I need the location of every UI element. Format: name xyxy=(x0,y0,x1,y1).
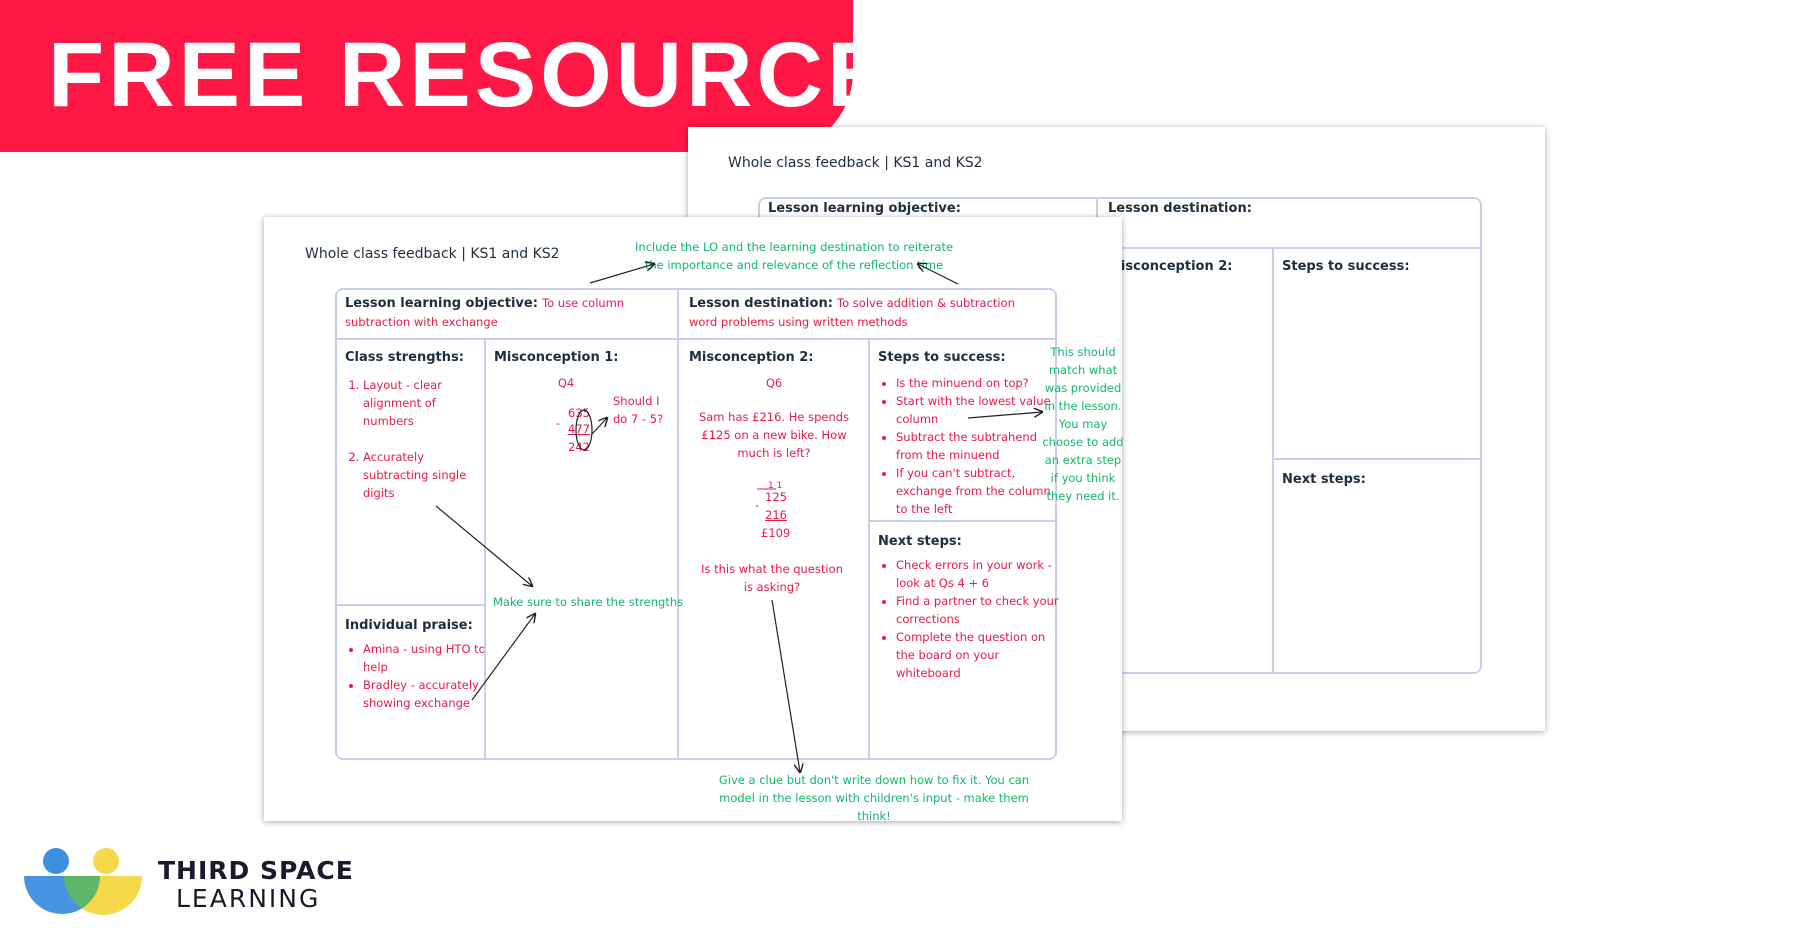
objective-label: Lesson learning objective: xyxy=(345,296,538,311)
arrow-query xyxy=(591,418,607,435)
match-note: This should match what was provided in t… xyxy=(1042,345,1124,503)
banner-label: FREE RESOURCE xyxy=(48,24,893,126)
next-label: Next steps: xyxy=(878,534,962,549)
circle-digit xyxy=(575,409,593,451)
arrow-destination xyxy=(918,264,959,285)
back-destination-label: Lesson destination: xyxy=(1108,201,1252,216)
praise-label: Individual praise: xyxy=(345,618,473,633)
list-item: Amina - using HTO to help xyxy=(363,640,493,676)
arrow-lo xyxy=(589,264,654,284)
m2-carry: 1 1 xyxy=(768,481,783,491)
front-sheet: Whole class feedback | KS1 and KS2 Lesso… xyxy=(264,217,1124,823)
list-item: Complete the question on the board on yo… xyxy=(896,628,1061,682)
misconception1-label: Misconception 1: xyxy=(494,350,619,365)
objective-cell: Lesson learning objective: To use column… xyxy=(335,288,679,340)
next-list: Check errors in your work - look at Qs 4… xyxy=(878,556,1061,682)
m2-top: 125 xyxy=(765,490,787,504)
m2-minus: - xyxy=(755,498,760,512)
strengths-cell: Class strengths: Layout - clear alignmen… xyxy=(335,338,486,606)
misconception2-cell: Misconception 2: Q6 Sam has £216. He spe… xyxy=(677,338,870,760)
back-misconception2-cell: Misconception 2: xyxy=(1096,247,1274,674)
m1-query: Should I do 7 - 5? xyxy=(613,394,664,426)
m2-bottom: 216 xyxy=(765,508,787,522)
back-destination-cell: Lesson destination: xyxy=(1096,197,1482,249)
list-item: Accurately subtracting single digits xyxy=(363,448,483,502)
misconception1-question: Q4 xyxy=(557,376,575,390)
arrow-strengths xyxy=(435,505,532,586)
back-sheet-title: Whole class feedback | KS1 and KS2 xyxy=(728,155,983,171)
strengths-label: Class strengths: xyxy=(345,350,464,365)
praise-list: Amina - using HTO to help Bradley - accu… xyxy=(345,640,493,712)
logo-line2: LEARNING xyxy=(176,884,321,913)
steps-list: Is the minuend on top? Start with the lo… xyxy=(878,374,1061,518)
clue-note: Give a clue but don't write down how to … xyxy=(718,773,1030,823)
logo-green-overlap xyxy=(64,876,100,908)
arrow-clue xyxy=(771,599,800,772)
back-next-cell: Next steps: xyxy=(1272,458,1482,674)
back-objective-label: Lesson learning objective: xyxy=(768,201,961,216)
list-item: If you can't subtract, exchange from the… xyxy=(896,464,1061,518)
share-note: Make sure to share the strengths xyxy=(493,595,684,609)
m2-problem: Sam has £216. He spends £125 on a new bi… xyxy=(698,410,850,460)
back-misconception2-label: Misconception 2: xyxy=(1108,259,1233,274)
back-steps-cell: Steps to success: xyxy=(1272,247,1482,460)
lo-note: Include the LO and the learning destinat… xyxy=(634,240,954,272)
list-item: Find a partner to check your corrections xyxy=(896,592,1061,628)
list-item: Check errors in your work - look at Qs 4… xyxy=(896,556,1061,592)
list-item: Layout - clear alignment of numbers xyxy=(363,376,483,430)
list-item: Start with the lowest value column xyxy=(896,392,1061,428)
logo-yellow-dot xyxy=(93,848,119,874)
m1-bottom: 477 xyxy=(568,422,590,436)
front-sheet-title: Whole class feedback | KS1 and KS2 xyxy=(305,246,560,262)
destination-label: Lesson destination: xyxy=(689,296,833,311)
steps-label: Steps to success: xyxy=(878,350,1006,365)
objective-text: To use column subtraction with exchange xyxy=(345,296,625,329)
list-item: Bradley - accurately showing exchange xyxy=(363,676,493,712)
logo-blue-dot xyxy=(43,848,69,874)
destination-cell: Lesson destination: To solve addition & … xyxy=(677,288,1057,340)
m2-result: £109 xyxy=(761,526,791,540)
m1-minus: - xyxy=(556,416,561,430)
arrow-praise xyxy=(471,614,535,701)
strengths-list: Layout - clear alignment of numbers Accu… xyxy=(345,376,483,502)
free-resource-banner: FREE RESOURCE xyxy=(0,0,888,152)
next-cell: Next steps: Check errors in your work - … xyxy=(868,520,1059,760)
back-steps-label: Steps to success: xyxy=(1282,259,1410,274)
logo-line1: THIRD SPACE xyxy=(158,856,354,885)
misconception2-label: Misconception 2: xyxy=(689,350,814,365)
misconception1-cell: Misconception 1: Q4 635 - 477 242 Should… xyxy=(484,338,679,760)
list-item: Is the minuend on top? xyxy=(896,374,1061,392)
steps-cell: Steps to success: Is the minuend on top?… xyxy=(868,338,1057,522)
arrow-steps xyxy=(967,412,1042,419)
list-item: Subtract the subtrahend from the minuend xyxy=(896,428,1061,464)
destination-text: To solve addition & subtraction word pro… xyxy=(689,296,1015,329)
misconception2-question: Q6 xyxy=(765,376,783,390)
m2-query: Is this what the question is asking? xyxy=(701,562,843,594)
back-next-label: Next steps: xyxy=(1282,472,1366,487)
